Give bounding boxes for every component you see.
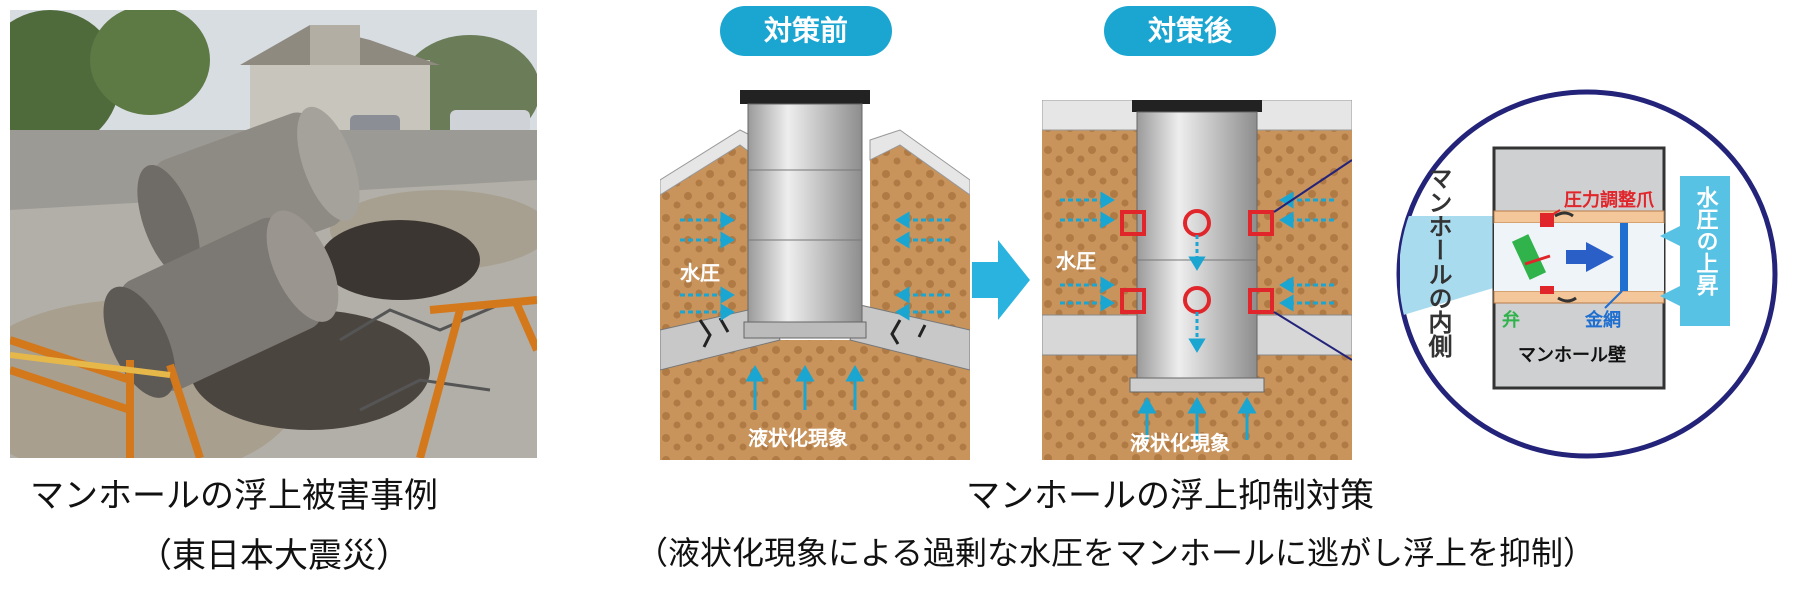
detail-zoom-circle: 圧力調整爪 弁 金網 マンホール壁 マンホールの内側 水圧の上昇	[1390, 86, 1784, 466]
before-label: 対策前	[720, 6, 892, 56]
transition-arrow-icon	[972, 240, 1032, 324]
diagram-caption-subtitle: （液状化現象による過剰な水圧をマンホールに逃がし浮上を抑制）	[636, 528, 1595, 574]
after-water-pressure-label: 水圧	[1056, 249, 1096, 273]
after-diagram: 水圧 液状化現象	[1042, 100, 1352, 464]
photo-caption-subtitle: （東日本大震災）	[138, 528, 410, 577]
before-water-pressure-label: 水圧	[680, 261, 720, 285]
before-liquefaction-label: 液状化現象	[748, 426, 848, 450]
diagram-caption-title: マンホールの浮上抑制対策	[966, 468, 1374, 517]
pressure-claw-label: 圧力調整爪	[1564, 189, 1655, 211]
pressure-rise-label: 水圧の上昇	[1693, 186, 1719, 297]
manhole-wall-label: マンホール壁	[1518, 344, 1626, 366]
before-diagram: 水圧 液状化現象	[660, 80, 970, 464]
wire-mesh-label: 金網	[1584, 309, 1621, 331]
valve-label: 弁	[1502, 309, 1520, 331]
manhole-inside-label: マンホールの内側	[1424, 166, 1453, 359]
after-liquefaction-label: 液状化現象	[1130, 431, 1230, 455]
after-label: 対策後	[1104, 6, 1276, 56]
photo-caption-title: マンホールの浮上被害事例	[30, 468, 438, 517]
manhole-damage-photo	[10, 10, 537, 458]
